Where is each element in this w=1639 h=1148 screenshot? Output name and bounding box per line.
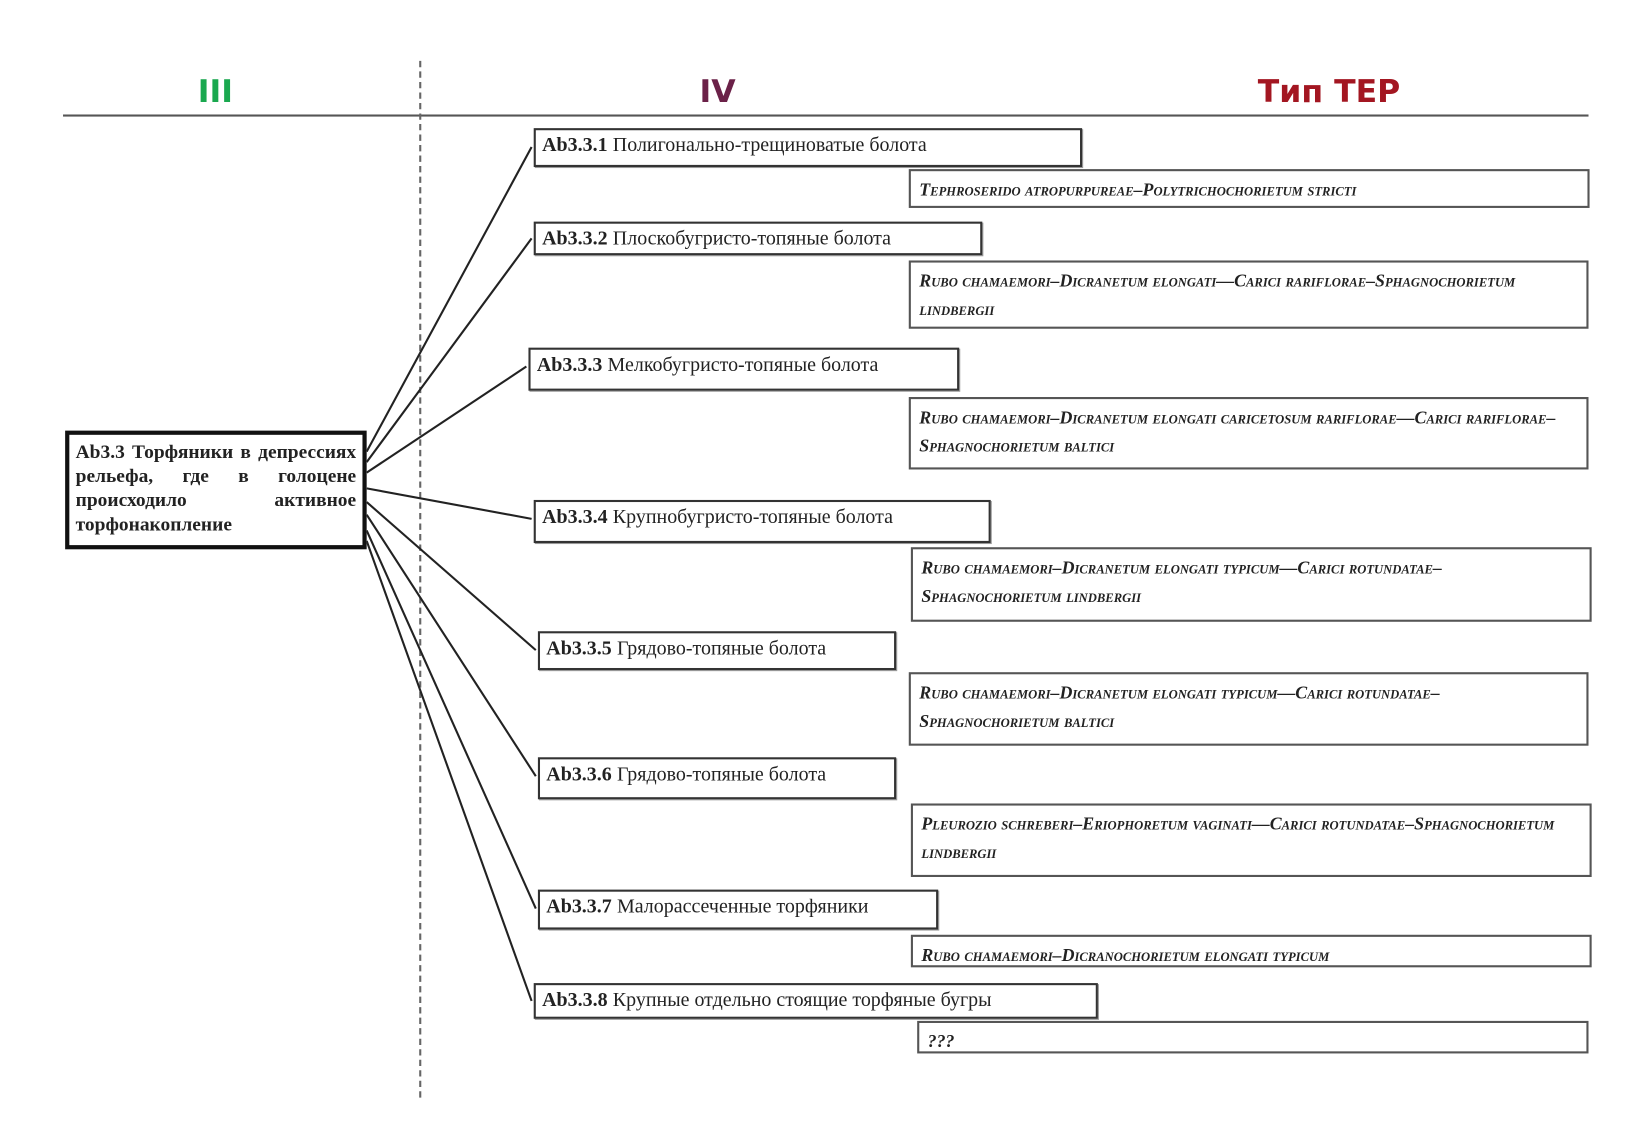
- connector-line-5: [365, 501, 537, 651]
- ter-type-box-6: Pleurozio schreberi–Eriophoretum vaginat…: [910, 803, 1592, 878]
- unit-name: Плоскобугристо-топяные болота: [612, 227, 892, 250]
- unit-name: Малорассеченные торфяники: [617, 895, 869, 918]
- unit-code: Ab3.3.2: [542, 227, 608, 250]
- column-header-ter-type: Тип ТЕР: [1257, 73, 1401, 111]
- unit-name: Грядово-топяные болота: [617, 763, 827, 786]
- ter-type-box-4: Rubo chamaemori–Dicranetum elongati typi…: [910, 547, 1592, 622]
- connector-line-2: [365, 237, 533, 463]
- unit-code: Ab3.3.3: [536, 353, 603, 377]
- column-header-level-iii: III: [197, 73, 233, 111]
- unit-code: Ab3.3.7: [546, 895, 612, 918]
- ter-type-box-7: Rubo chamaemori–Dicranochorietum elongat…: [910, 934, 1592, 968]
- unit-code: Ab3.3.5: [546, 637, 612, 660]
- connector-line-4: [366, 487, 532, 520]
- unit-name: Мелкобугристо-топяные болота: [607, 353, 879, 377]
- column-divider-dashed: [419, 60, 422, 1098]
- unit-code: Ab3.3.8: [542, 989, 608, 1012]
- ter-type-box-3: Rubo chamaemori–Dicranetum elongati cari…: [908, 397, 1589, 470]
- unit-name: Полигонально-трещиноватые болота: [612, 134, 927, 157]
- ter-type-box-5: Rubo chamaemori–Dicranetum elongati typi…: [908, 672, 1589, 746]
- unit-name: Грядово-топяные болота: [617, 637, 827, 660]
- connector-line-8: [365, 540, 533, 1002]
- unit-name: Крупные отдельно стоящие торфяные бугры: [612, 989, 992, 1012]
- ter-type-box-2: Rubo chamaemori–Dicranetum elongati—Cari…: [908, 260, 1589, 329]
- connector-line-3: [366, 365, 527, 474]
- unit-code: Ab3.3.6: [546, 763, 612, 786]
- column-header-level-iv: IV: [699, 73, 736, 111]
- ter-type-box-8: ???: [917, 1020, 1589, 1054]
- connector-line-6: [365, 514, 537, 777]
- unit-code: Ab3.3.4: [542, 506, 608, 529]
- header-divider: [63, 114, 1589, 117]
- ter-type-box-1: Tephroserido atropurpureae–Polytrichocho…: [908, 169, 1590, 208]
- main-node-ab3-3: Ab3.3 Торфяники в депрессиях рельефа, гд…: [65, 430, 367, 550]
- connector-line-7: [365, 529, 537, 909]
- unit-name: Крупнобугристо-топяные болота: [612, 506, 893, 529]
- unit-code: Ab3.3.1: [542, 134, 608, 157]
- connector-line-1: [365, 146, 533, 453]
